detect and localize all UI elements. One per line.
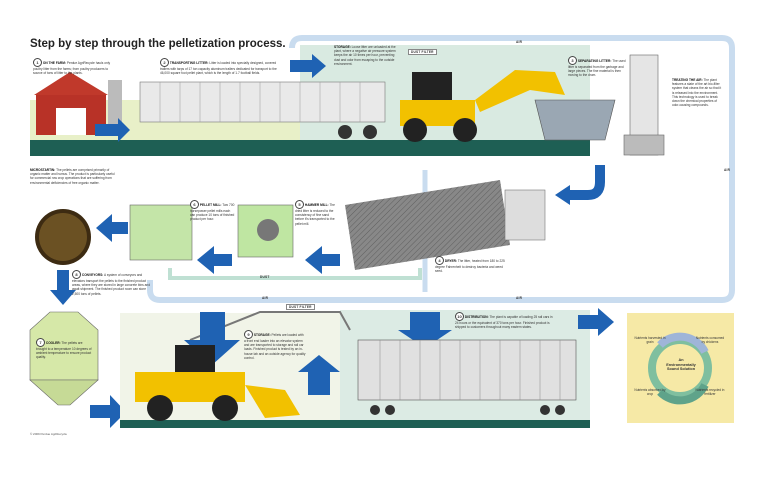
trailer-illustration bbox=[139, 81, 386, 139]
step-10-block: 10 DISTRIBUTION: The plant is capable of… bbox=[455, 312, 555, 329]
microstartin-block: MICROSTARTIN: The pellets are comprised … bbox=[30, 168, 115, 185]
arrow-to-cooler bbox=[50, 270, 76, 305]
step-heading: PELLET MILL: bbox=[199, 203, 222, 207]
treating-air-block: TREATING THE AIR: The plant features a s… bbox=[672, 78, 722, 107]
step-text: Pellets are loaded with a front end load… bbox=[244, 333, 306, 360]
step-text: The plant is capable of loading 25 rail … bbox=[455, 315, 553, 330]
separator-bin bbox=[534, 99, 616, 141]
step-text: The used litter is separated from the ga… bbox=[568, 59, 626, 78]
arrow-pellet-to-product bbox=[96, 214, 128, 242]
cycle-center-text: An Environmentally Sound Solution bbox=[666, 358, 696, 372]
copyright: © 2009 Perdue AgriRecycle bbox=[30, 432, 67, 436]
step-heading: SEPARATING LITTER: bbox=[577, 59, 612, 63]
cycle-item-2: Nutrients consumed by chickens bbox=[695, 336, 725, 345]
dust-duct bbox=[168, 268, 422, 280]
step-number: 4 bbox=[435, 256, 444, 265]
step-number: 6 bbox=[190, 200, 199, 209]
air-side-label: AIR bbox=[724, 168, 731, 172]
air-bottom-left-label: AIR bbox=[262, 296, 269, 300]
step-number: 3 bbox=[568, 56, 577, 65]
step-3-block: 3 SEPARATING LITTER: The used litter is … bbox=[568, 56, 628, 78]
step-text: The plant features a state of the art bi… bbox=[672, 78, 722, 108]
ground-strip-bottom bbox=[120, 420, 590, 428]
storage-top-block: STORAGE: Loose litter are unloaded at th… bbox=[334, 45, 396, 66]
step-heading: MICROSTARTIN: bbox=[30, 168, 56, 172]
step-heading: DRYER: bbox=[444, 259, 457, 263]
step-text: Litter is loaded into specially designed… bbox=[160, 61, 277, 76]
loader-bottom-illustration bbox=[135, 345, 300, 421]
railcar-illustration bbox=[357, 339, 577, 415]
step-text: The pellets are brought to a temperature… bbox=[36, 341, 92, 360]
dust-label: DUST bbox=[260, 275, 270, 279]
pellet-mill bbox=[129, 204, 193, 261]
step-text: Perdue AgriRecycle hauls only poultry li… bbox=[33, 61, 111, 76]
dryer-drum bbox=[345, 180, 546, 270]
arrow-loader-up bbox=[298, 355, 340, 395]
step-5-block: 5 HAMMER MILL: The dried litter is reduc… bbox=[295, 200, 337, 226]
step-4-block: 4 DRYER: The litter, heated from 180 to … bbox=[435, 256, 505, 273]
step-number: 8 bbox=[72, 270, 81, 279]
step-text: A system of conveyors and elevators tran… bbox=[72, 273, 150, 296]
step-heading: TRANSPORTING LITTER: bbox=[169, 61, 209, 65]
step-6-block: 6 PELLET MILL: Two 700 horsepower pellet… bbox=[190, 200, 235, 222]
arrow-cooler-to-storage bbox=[90, 395, 126, 428]
arrow-to-railcar bbox=[398, 312, 452, 348]
step-1-block: 1 ON THE FARM: Perdue AgriRecycle hauls … bbox=[33, 58, 113, 75]
step-heading: COOLER: bbox=[45, 341, 61, 345]
step-7-block: 7 COOLER: The pellets are brought to a t… bbox=[36, 338, 94, 360]
step-number: 9 bbox=[244, 330, 253, 339]
step-text: The pellets are comprised primarily of o… bbox=[30, 168, 115, 185]
step-9-block: 9 STORAGE: Pellets are loaded with a fro… bbox=[244, 330, 306, 360]
arrow-dryer-to-hammer bbox=[305, 246, 340, 274]
step-2-block: 2 TRANSPORTING LITTER: Litter is loaded … bbox=[160, 58, 280, 75]
dust-filter-bottom-label: DUST FILTER bbox=[286, 304, 315, 310]
step-heading: ON THE FARM: bbox=[42, 61, 66, 65]
step-number: 2 bbox=[160, 58, 169, 67]
cycle-panel bbox=[627, 313, 734, 423]
step-heading: STORAGE: bbox=[253, 333, 271, 337]
step-heading: HAMMER MILL: bbox=[304, 203, 329, 207]
step-8-block: 8 CONVEYORS: A system of conveyors and e… bbox=[72, 270, 152, 296]
cycle-item-1: Nutrients harvested in grain bbox=[634, 336, 666, 345]
cooler-silo bbox=[29, 311, 99, 406]
arrow-hammer-to-pellet bbox=[197, 246, 232, 274]
step-heading: DISTRIBUTION: bbox=[464, 315, 489, 319]
step-text: The dried litter is reduced to the consi… bbox=[295, 203, 335, 226]
cycle-item-3: Nutrients recycled in fertilizer bbox=[695, 388, 725, 397]
step-text: The litter, heated from 180 to 225 degre… bbox=[435, 259, 505, 274]
step-heading: STORAGE: bbox=[334, 45, 351, 49]
loader-top-illustration bbox=[400, 70, 565, 142]
step-text: Loose litter are unloaded at the plant, … bbox=[334, 45, 396, 66]
dust-filter-top-label: DUST FILTER bbox=[408, 49, 437, 55]
biofilter-tower bbox=[623, 54, 665, 156]
arrow-to-dryer bbox=[568, 165, 605, 200]
air-duct bbox=[147, 35, 735, 303]
arrow-farm-to-trailer bbox=[95, 118, 130, 142]
step-heading: CONVEYORS: bbox=[81, 273, 104, 277]
page-title: Step by step through the pelletization p… bbox=[30, 38, 286, 50]
arrow-to-storage bbox=[290, 54, 326, 78]
step-number: 10 bbox=[455, 312, 464, 321]
air-bottom-right-label: AIR bbox=[516, 296, 523, 300]
arrow-to-cycle bbox=[578, 308, 614, 336]
step-number: 5 bbox=[295, 200, 304, 209]
step-heading: TREATING THE AIR: bbox=[672, 78, 703, 82]
air-top-label: AIR bbox=[516, 40, 523, 44]
step-number: 1 bbox=[33, 58, 42, 67]
step-text: Two 700 horsepower pellet mills each can… bbox=[190, 203, 235, 222]
cycle-item-4: Nutrients absorbed by crop bbox=[634, 388, 666, 397]
ground-strip-top bbox=[30, 140, 590, 156]
step-number: 7 bbox=[36, 338, 45, 347]
